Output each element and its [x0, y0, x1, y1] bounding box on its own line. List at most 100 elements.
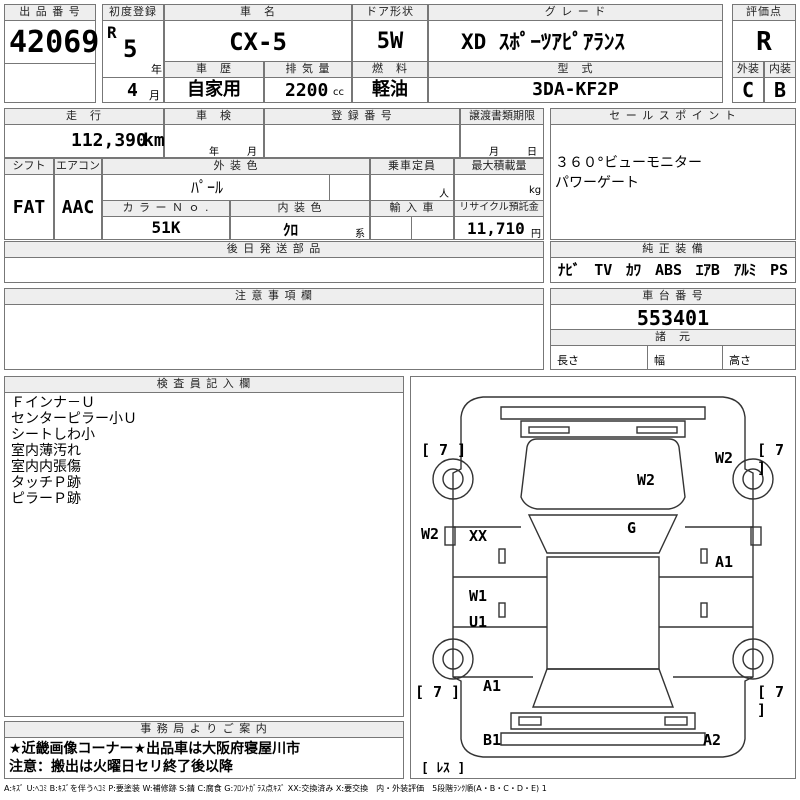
equipment-box: ﾅﾋﾞ TV ｶﾜ ABS ｴｱB ｱﾙﾐ PS	[550, 257, 796, 283]
equipment-item: PS	[770, 261, 789, 279]
mileage-value: 112,390	[71, 130, 147, 151]
inspector-note: ピラーＰ跡	[11, 491, 81, 507]
remarks-box	[4, 304, 544, 370]
reg-month-value: 4	[127, 80, 138, 101]
mark-w1: W1	[469, 587, 488, 605]
height-cell: 高さ	[722, 345, 796, 370]
shift-label: シフト	[4, 158, 54, 175]
mark-w2-hood: W2	[637, 471, 656, 489]
recycle-value: 11,710	[467, 219, 525, 238]
later-parts-label: 後 日 発 送 部 品	[4, 241, 544, 258]
history-value: 自家用	[164, 77, 264, 103]
office-notice-box: ★近畿画像コーナー★出品車は大阪府寝屋川市 注意：搬出は火曜日セリ終了後以降	[4, 737, 404, 779]
insp-month-unit: 月	[247, 147, 257, 158]
yen-unit: 円	[531, 229, 541, 240]
equipment-item: ﾅﾋﾞ	[557, 261, 581, 279]
sales-point-1: ３６０°ビューモニター	[555, 155, 702, 171]
displacement-label: 排 気 量	[264, 61, 352, 78]
model-type-value: 3DA-KF2P	[428, 77, 723, 103]
lot-number-value: 42069	[4, 20, 99, 64]
mark-b1: B1	[483, 731, 502, 749]
kei-unit: 系	[355, 229, 365, 240]
chassis-value: 553401	[550, 304, 796, 330]
damage-legend: A:ｷｽﾞ U:ﾍｺﾐ B:ｷｽﾞを伴うﾍｺﾐ P:要塗装 W:補修跡 S:錆 …	[4, 784, 547, 793]
ext-color-label: 外 装 色	[102, 158, 370, 175]
sales-point-label: セ ー ル ス ポ イ ン ト	[550, 108, 796, 125]
inspector-note: 室内内張傷	[11, 459, 81, 475]
int-color-label: 内 装 色	[230, 200, 370, 217]
int-color-value: ｸﾛ	[283, 221, 299, 239]
inspector-notes-label: 検 査 員 記 入 欄	[4, 376, 404, 393]
chassis-label: 車 台 番 号	[550, 288, 796, 305]
tire-front-left: [ 7 ]	[421, 441, 467, 459]
score-label: 評価点	[732, 4, 796, 21]
door-type-value: 5W	[352, 20, 428, 62]
kg-unit: kg	[529, 185, 542, 196]
lot-number-label: 出 品 番 号	[4, 4, 96, 21]
import-label: 輸 入 車	[370, 200, 454, 217]
tire-rear-right: [ 7 ]	[757, 683, 785, 719]
equipment-label: 純 正 装 備	[550, 241, 796, 258]
person-unit: 人	[439, 189, 449, 200]
tire-spare: [ ﾚｽ ]	[421, 761, 466, 776]
office-notice-label: 事 務 局 よ り ご 案 内	[4, 721, 404, 738]
inspector-notes-box: Ｆインナ－Ｕ センターピラー小Ｕ シートしわ小 室内薄汚れ 室内内張傷 タッチＰ…	[4, 392, 404, 717]
car-diagram	[432, 396, 774, 758]
mark-a1-right: A1	[715, 553, 734, 571]
sales-point-2: パワーゲート	[555, 175, 639, 191]
mark-u1: U1	[469, 613, 488, 631]
displacement-value: 2200	[285, 80, 329, 101]
mark-w2-left: W2	[421, 525, 440, 543]
later-parts-box	[4, 257, 544, 283]
history-label: 車 歴	[164, 61, 264, 78]
grade-value: XD ｽﾎﾟｰﾂｱﾋﾟｱﾗﾝｽ	[428, 20, 723, 62]
inspector-note: 室内薄汚れ	[11, 443, 81, 459]
max-load-label: 最大積載量	[454, 158, 544, 175]
fuel-value: 軽油	[352, 77, 428, 103]
tire-front-right: [ 7 ]	[757, 441, 785, 477]
int-color-box: ｸﾛ 系	[230, 216, 370, 240]
aircon-label: エアコン	[54, 158, 102, 175]
fuel-label: 燃 料	[352, 61, 428, 78]
aircon-value: AAC	[54, 174, 102, 240]
inspection-box: 年 月	[164, 124, 264, 158]
first-reg-label: 初度登録	[102, 4, 164, 21]
km-unit: km	[143, 130, 165, 151]
inspector-note: タッチＰ跡	[11, 475, 81, 491]
car-name-label: 車 名	[164, 4, 352, 21]
exterior-score: C	[732, 77, 764, 103]
ext-color-extra	[329, 174, 370, 201]
model-type-label: 型 式	[428, 61, 723, 78]
ext-color-value: ﾊﾟｰﾙ	[102, 174, 330, 201]
import-box-b	[411, 216, 454, 240]
exterior-label: 外装	[732, 61, 764, 78]
grade-label: グ レ ー ド	[428, 4, 723, 21]
car-diagram-panel: [ 7 ] [ 7 ] [ 7 ] [ 7 ] [ ﾚｽ ] W2 W2 G W…	[410, 376, 796, 779]
insp-year-unit: 年	[209, 147, 219, 158]
inspector-note: センターピラー小Ｕ	[11, 411, 137, 427]
sales-point-box: ３６０°ビューモニター パワーゲート	[550, 124, 796, 240]
doc-month-unit: 月	[489, 147, 499, 158]
lot-number-blank	[4, 63, 96, 103]
import-box-a	[370, 216, 412, 240]
equipment-item: ｱﾙﾐ	[733, 261, 757, 279]
shift-value: FAT	[4, 174, 54, 240]
doc-day-unit: 日	[527, 147, 537, 158]
transfer-doc-box: 月 日	[460, 124, 544, 158]
cc-unit: cc	[333, 87, 344, 98]
equipment-item: TV	[594, 261, 613, 279]
tire-rear-left: [ 7 ]	[415, 683, 461, 701]
era-value: R	[107, 23, 117, 42]
mark-a1-rear: A1	[483, 677, 502, 695]
first-reg-box: R 5 年	[102, 20, 164, 78]
displacement-box: 2200 cc	[264, 77, 352, 103]
interior-label: 内装	[764, 61, 796, 78]
length-cell: 長さ	[550, 345, 648, 370]
score-value: R	[732, 20, 796, 62]
inspection-label: 車 検	[164, 108, 264, 125]
year-unit: 年	[151, 63, 162, 76]
recycle-box: 11,710 円	[454, 216, 544, 240]
inspector-note: シートしわ小	[11, 427, 95, 443]
reg-month-box: 4 月	[102, 77, 164, 103]
door-type-label: ドア形状	[352, 4, 428, 21]
